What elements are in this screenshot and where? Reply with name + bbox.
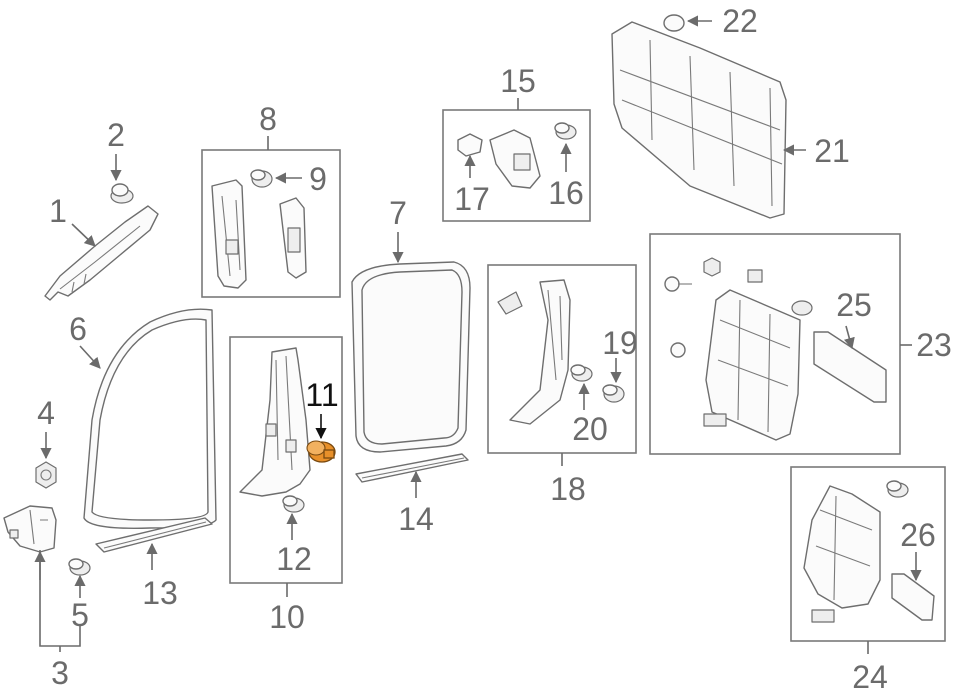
callout-25: 25 — [836, 287, 872, 323]
callout-5: 5 — [71, 597, 89, 633]
part-3-kick-panel — [3, 505, 57, 553]
callout-20: 20 — [572, 411, 608, 447]
callout-18: 18 — [550, 471, 586, 507]
part-2-clip — [110, 183, 134, 204]
callout-4: 4 — [37, 395, 55, 431]
part-11-clip-highlighted — [306, 440, 336, 463]
part-4-nut — [35, 461, 57, 489]
group-box-15 — [442, 109, 591, 222]
group-box-8 — [201, 149, 341, 298]
callout-14: 14 — [398, 501, 434, 537]
callout-16: 16 — [548, 175, 584, 211]
part-8-trim-pieces — [211, 179, 307, 289]
part-20-clip — [570, 364, 593, 382]
callout-6: 6 — [69, 311, 87, 347]
part-6-front-door-weatherstrip — [83, 308, 217, 529]
callout-17: 17 — [454, 181, 490, 217]
callout-11: 11 — [305, 377, 338, 413]
callout-8: 8 — [259, 101, 277, 137]
callout-9: 9 — [309, 161, 327, 197]
part-9-clip — [250, 169, 273, 188]
part-5-clip — [68, 558, 91, 576]
part-25-pad — [813, 331, 887, 403]
callout-15: 15 — [500, 63, 536, 99]
callout-13: 13 — [142, 575, 178, 611]
part-10-center-pillar-garnish — [239, 347, 311, 497]
callout-21: 21 — [814, 133, 850, 169]
callout-2: 2 — [107, 117, 125, 153]
callout-23: 23 — [916, 327, 952, 363]
part-21-back-panel-trim — [611, 21, 787, 219]
part-16-clip — [554, 122, 577, 140]
part-13-front-scuff-plate — [95, 517, 213, 553]
group-box-23 — [649, 233, 901, 455]
callout-19: 19 — [602, 325, 638, 361]
callout-7: 7 — [389, 195, 407, 231]
part-12-clip — [282, 495, 305, 513]
part-22-clip — [663, 14, 685, 32]
callout-3: 3 — [51, 655, 69, 691]
callout-1: 1 — [49, 193, 67, 229]
part-7-rear-door-weatherstrip — [351, 261, 471, 453]
part-14-rear-scuff-plate — [355, 453, 469, 483]
part-24-quarter-trim-lower — [803, 480, 909, 623]
part-19-clip — [602, 384, 625, 403]
leader-6 — [79, 345, 101, 369]
leader-1 — [71, 223, 96, 247]
callout-12: 12 — [276, 541, 312, 577]
part-18-pillar-trim — [497, 279, 571, 425]
callout-26: 26 — [900, 517, 936, 553]
part-15-garnish — [489, 129, 541, 189]
group-box-10 — [229, 336, 343, 584]
leader-25 — [843, 325, 855, 350]
part-23-quarter-trim — [703, 289, 801, 441]
callout-22: 22 — [722, 3, 758, 39]
callout-24: 24 — [852, 659, 888, 695]
callout-10: 10 — [269, 599, 305, 635]
part-17-cap — [457, 133, 483, 157]
part-26-pad — [891, 573, 935, 621]
part-23-fasteners — [664, 257, 813, 358]
